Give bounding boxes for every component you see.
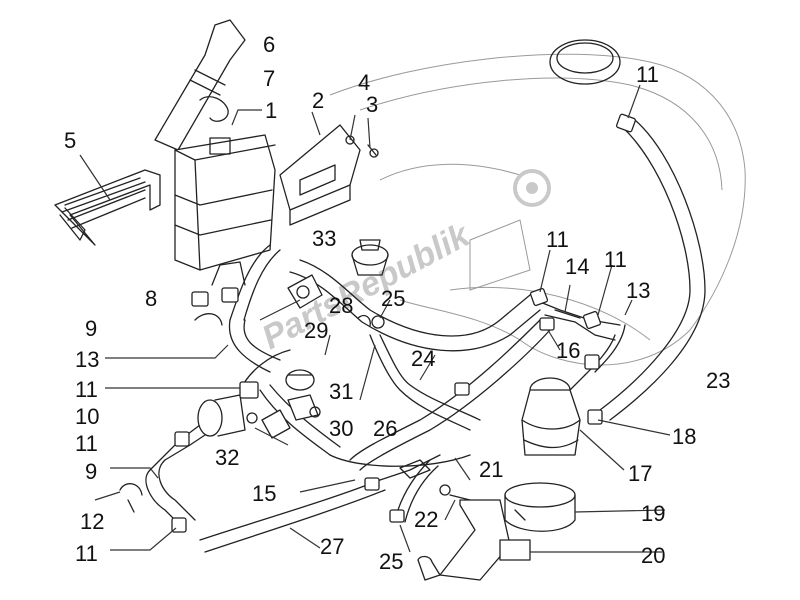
- inline-filter: [197, 381, 259, 437]
- part-label-14: 14: [565, 254, 589, 279]
- clamp-band: [504, 482, 576, 532]
- part-label-13-right: 13: [626, 278, 650, 303]
- part-label-22: 22: [414, 507, 438, 532]
- part-label-28: 28: [329, 293, 353, 318]
- part-label-24: 24: [411, 346, 435, 371]
- part-label-20: 20: [641, 543, 665, 568]
- valve-assembly: [287, 274, 385, 329]
- part-label-4: 4: [358, 70, 370, 95]
- part-label-9-upper: 9: [85, 316, 97, 341]
- part-label-30: 30: [329, 416, 353, 441]
- part-label-8: 8: [145, 286, 157, 311]
- fuel-pump: [521, 374, 586, 456]
- lower-bracket: [417, 484, 531, 581]
- part-label-32: 32: [215, 445, 239, 470]
- part-label-27: 27: [320, 534, 344, 559]
- valve-31: [285, 369, 321, 421]
- part-label-9-lower: 9: [85, 459, 97, 484]
- part-label-10: 10: [75, 404, 99, 429]
- part-label-11-lower: 11: [75, 431, 98, 456]
- part-label-23: 23: [706, 368, 730, 393]
- part-label-2: 2: [312, 88, 324, 113]
- upper-vent-hose: [154, 19, 246, 151]
- part-label-11-right: 11: [604, 247, 627, 272]
- part-label-25-upper: 25: [381, 286, 405, 311]
- part-label-11-mid: 11: [546, 227, 569, 252]
- part-label-3: 3: [366, 92, 378, 117]
- part-label-33: 33: [312, 226, 336, 251]
- canister-bracket: [54, 169, 161, 246]
- part-label-21: 21: [479, 457, 503, 482]
- part-label-15: 15: [252, 481, 276, 506]
- part-label-31: 31: [329, 379, 353, 404]
- part-label-17: 17: [628, 461, 652, 486]
- hose-fittings: [119, 113, 636, 533]
- part-label-11-bottom: 11: [75, 541, 98, 566]
- carbon-canister: [174, 134, 276, 286]
- part-label-13-left: 13: [75, 347, 99, 372]
- part-label-18: 18: [672, 424, 696, 449]
- part-labels: 6 7 1 2 4 3 5 11 33 8 28 25 11 14 11 13 …: [64, 32, 730, 574]
- rollover-valve: [351, 239, 389, 276]
- mounting-plate: [279, 124, 379, 226]
- part-label-6: 6: [263, 32, 275, 57]
- part-label-26: 26: [373, 416, 397, 441]
- part-label-7: 7: [263, 66, 275, 91]
- valve-32: [246, 409, 291, 439]
- part-label-11-left: 11: [75, 377, 98, 402]
- part-label-5: 5: [64, 128, 76, 153]
- part-label-12: 12: [80, 509, 104, 534]
- part-label-25-lower: 25: [379, 549, 403, 574]
- part-label-16: 16: [556, 338, 580, 363]
- part-label-19: 19: [641, 501, 665, 526]
- part-label-1: 1: [265, 98, 277, 123]
- part-label-29: 29: [304, 318, 328, 343]
- hose-network: [145, 119, 706, 553]
- part-label-11-tank: 11: [636, 62, 659, 87]
- leader-lines: [79, 84, 671, 553]
- hose-clamps: [191, 287, 239, 326]
